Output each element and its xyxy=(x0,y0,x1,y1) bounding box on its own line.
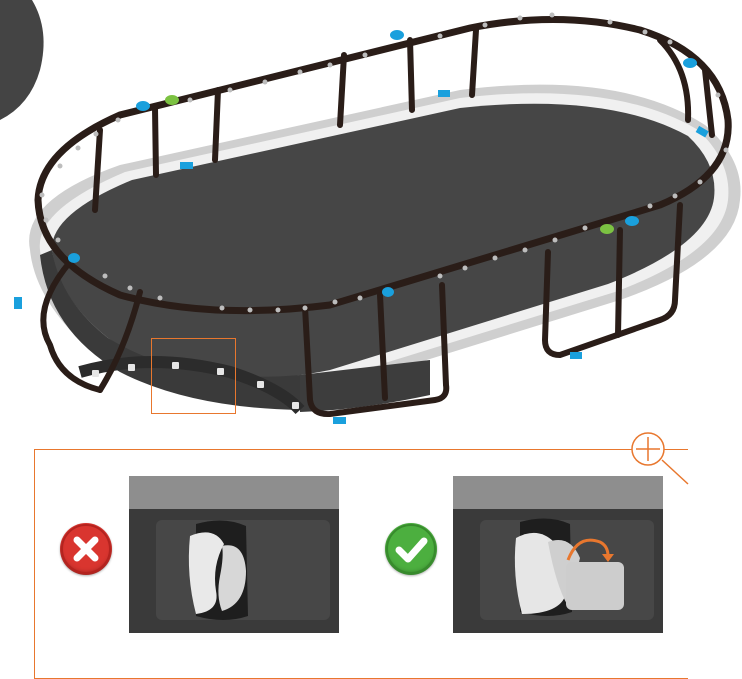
clip-incorrect xyxy=(184,516,264,626)
blue-clip xyxy=(382,287,394,297)
green-clip xyxy=(165,95,179,105)
pad-strip xyxy=(129,476,339,509)
pad-strip xyxy=(453,476,663,509)
trampoline-assembly-diagram xyxy=(0,0,742,656)
blue-clip xyxy=(625,216,639,226)
green-clip xyxy=(600,224,614,234)
clip-flap xyxy=(566,562,624,610)
check-icon xyxy=(385,523,437,575)
blue-clip xyxy=(68,253,80,263)
plus-circle-icon xyxy=(630,431,666,467)
correct-clip-panel xyxy=(453,476,663,633)
blue-clip xyxy=(390,30,404,40)
clip-correct xyxy=(508,516,658,626)
blue-clip xyxy=(136,101,150,111)
detail-highlight-box xyxy=(151,338,236,414)
cross-icon xyxy=(60,523,112,575)
blue-clip xyxy=(683,58,697,68)
incorrect-clip-panel xyxy=(129,476,339,633)
trampoline-illustration xyxy=(0,0,742,440)
